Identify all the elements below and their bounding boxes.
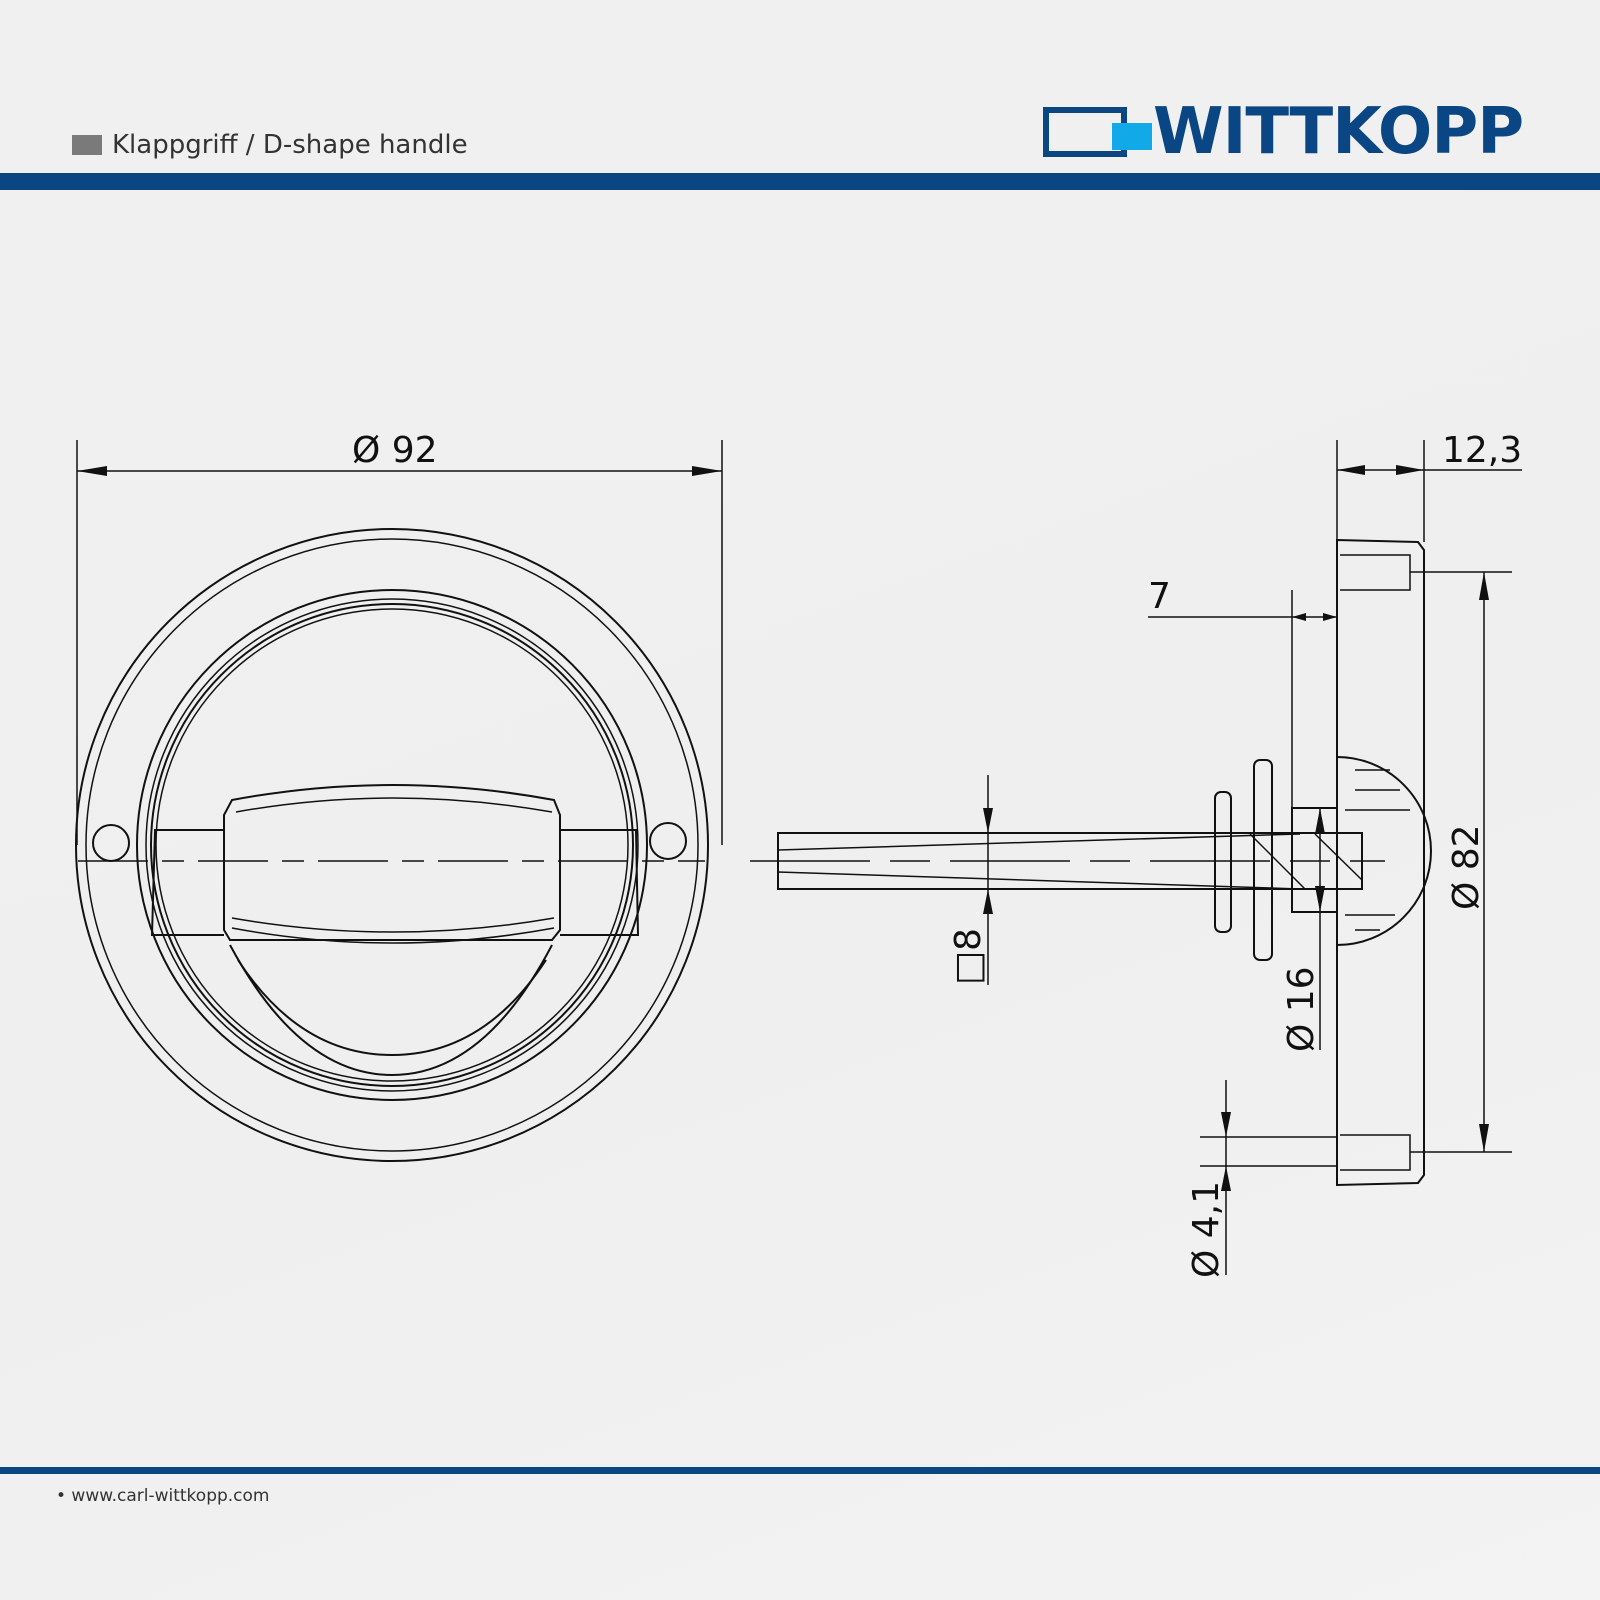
title-bullet-icon [72,135,102,155]
hub [1336,756,1432,946]
side-view: 12,3 7 Ø 82 □8 Ø 16 Ø 4,1 [750,430,1522,1278]
d-handle [223,784,561,941]
dim-inner-diameter: Ø 82 [1446,824,1487,910]
dim-hub-diameter: Ø 16 [1281,966,1322,1052]
dim-offset: 7 [1148,576,1171,617]
logo-text: WITTKOPP [1153,95,1524,169]
footer-divider [0,1467,1600,1474]
dim-depth: 12,3 [1442,430,1522,471]
front-view: Ø 92 [75,430,723,1162]
wittkopp-logo: WITTKOPP [1043,95,1524,169]
header-divider [0,173,1600,190]
website-link[interactable]: • www.carl-wittkopp.com [56,1486,270,1506]
dim-hole-diameter: Ø 4,1 [1186,1181,1227,1278]
rosette-profile [1336,538,1425,1187]
title-text: Klappgriff / D-shape handle [112,130,468,160]
washer [1214,791,1232,933]
dim-outer-diameter: Ø 92 [352,430,438,471]
page-title: Klappgriff / D-shape handle [72,130,468,160]
logo-mark-icon [1043,107,1152,157]
dim-square-spindle: □8 [948,928,989,985]
mounting-hole [92,824,130,862]
spring-washer [1253,759,1273,961]
mounting-hole [649,822,687,860]
